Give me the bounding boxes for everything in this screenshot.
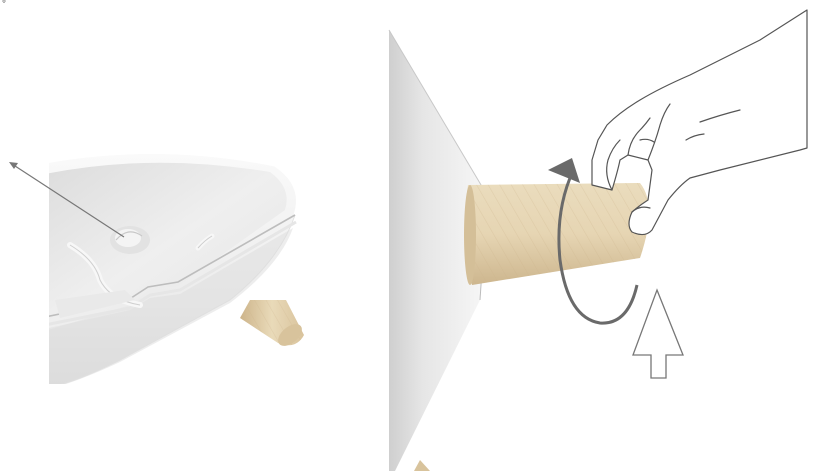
wooden-cylinder [464,183,649,285]
bowl [30,153,298,393]
up-arrow-icon [633,290,683,378]
leg-attachment-view [389,10,807,471]
center-knob [110,226,150,254]
wooden-leg [240,300,306,350]
bowl-with-leg-view [9,153,306,393]
